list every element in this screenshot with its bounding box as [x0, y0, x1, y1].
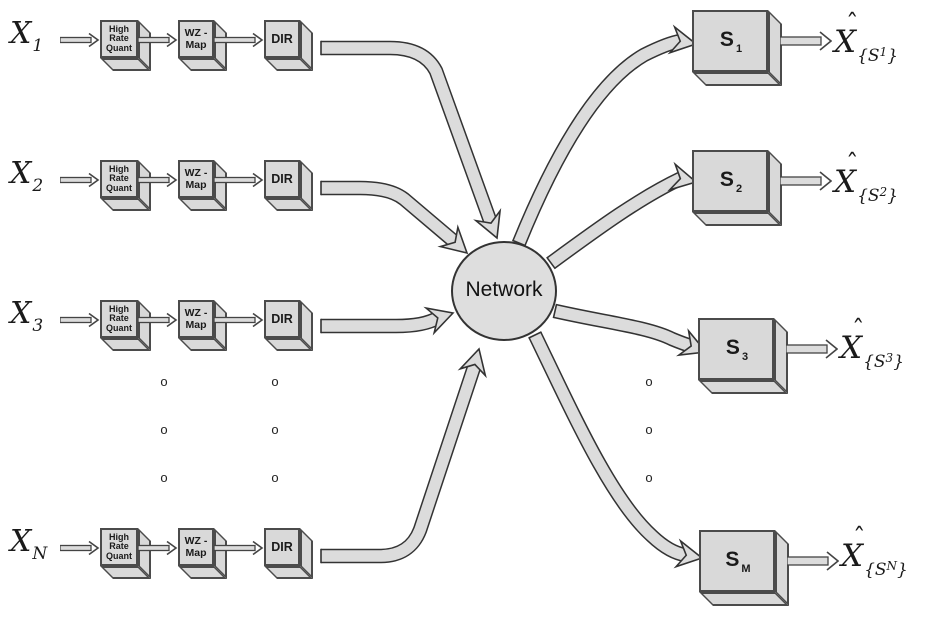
wz-map-block-face: WZ -Map	[178, 528, 214, 566]
band-dirN-to-network-arrow	[320, 347, 487, 564]
network-label: Network	[465, 278, 543, 301]
band-network-to-sM-arrow	[528, 331, 704, 569]
arrow-wz-to-dir-icon	[214, 312, 264, 328]
arrow-s2-output-icon	[780, 171, 832, 191]
source-label-x3: X3	[10, 296, 44, 336]
source-label-x1: X1	[10, 16, 44, 56]
source-label-xN: XN	[10, 524, 48, 564]
source-label-x2: X2	[10, 156, 44, 196]
network-node	[451, 241, 557, 341]
wz-map-block-face: WZ -Map	[178, 300, 214, 338]
band-dir1-to-network-arrow	[320, 40, 502, 240]
arrow-quant-to-wz-icon	[138, 312, 178, 328]
arrow-s3-output-icon	[786, 339, 838, 359]
dir-block-face: DIR	[264, 160, 300, 198]
dir-block-face: DIR	[264, 300, 300, 338]
arrow-quant-to-wz-icon	[138, 540, 178, 556]
arrow-xN-to-quant-icon	[60, 540, 100, 556]
arrow-quant-to-wz-icon	[138, 32, 178, 48]
cube-bottom-face	[698, 380, 788, 394]
wz-map-block-face: WZ -Map	[178, 20, 214, 58]
ellipsis-dot: o	[160, 374, 168, 389]
dir-block-face: DIR	[264, 528, 300, 566]
arrow-x2-to-quant-icon	[60, 172, 100, 188]
dir-block-face: DIR	[264, 20, 300, 58]
ellipsis-dot: o	[271, 374, 279, 389]
ellipsis-dot: o	[271, 422, 279, 437]
ellipsis-dot: o	[271, 470, 279, 485]
ellipsis-dot: o	[645, 422, 653, 437]
cube-bottom-face	[692, 72, 782, 86]
ellipsis-dot: o	[645, 470, 653, 485]
band-network-to-s2-arrow	[546, 161, 698, 270]
band-dir3-to-network-arrow	[320, 306, 455, 336]
band-network-to-s3-arrow	[552, 303, 708, 357]
band-network-to-s1-arrow	[512, 24, 698, 247]
band-dir2-to-network-arrow	[320, 180, 469, 255]
ellipsis-dot: o	[160, 470, 168, 485]
cube-bottom-face	[699, 592, 789, 606]
arrow-x3-to-quant-icon	[60, 312, 100, 328]
ellipsis-dot: o	[160, 422, 168, 437]
arrow-x1-to-quant-icon	[60, 32, 100, 48]
arrow-sM-output-icon	[787, 551, 839, 571]
cube-bottom-face	[692, 212, 782, 226]
arrow-s1-output-icon	[780, 31, 832, 51]
wz-map-block-face: WZ -Map	[178, 160, 214, 198]
arrow-quant-to-wz-icon	[138, 172, 178, 188]
arrow-wz-to-dir-icon	[214, 172, 264, 188]
arrow-wz-to-dir-icon	[214, 540, 264, 556]
arrow-wz-to-dir-icon	[214, 32, 264, 48]
ellipsis-dot: o	[645, 374, 653, 389]
